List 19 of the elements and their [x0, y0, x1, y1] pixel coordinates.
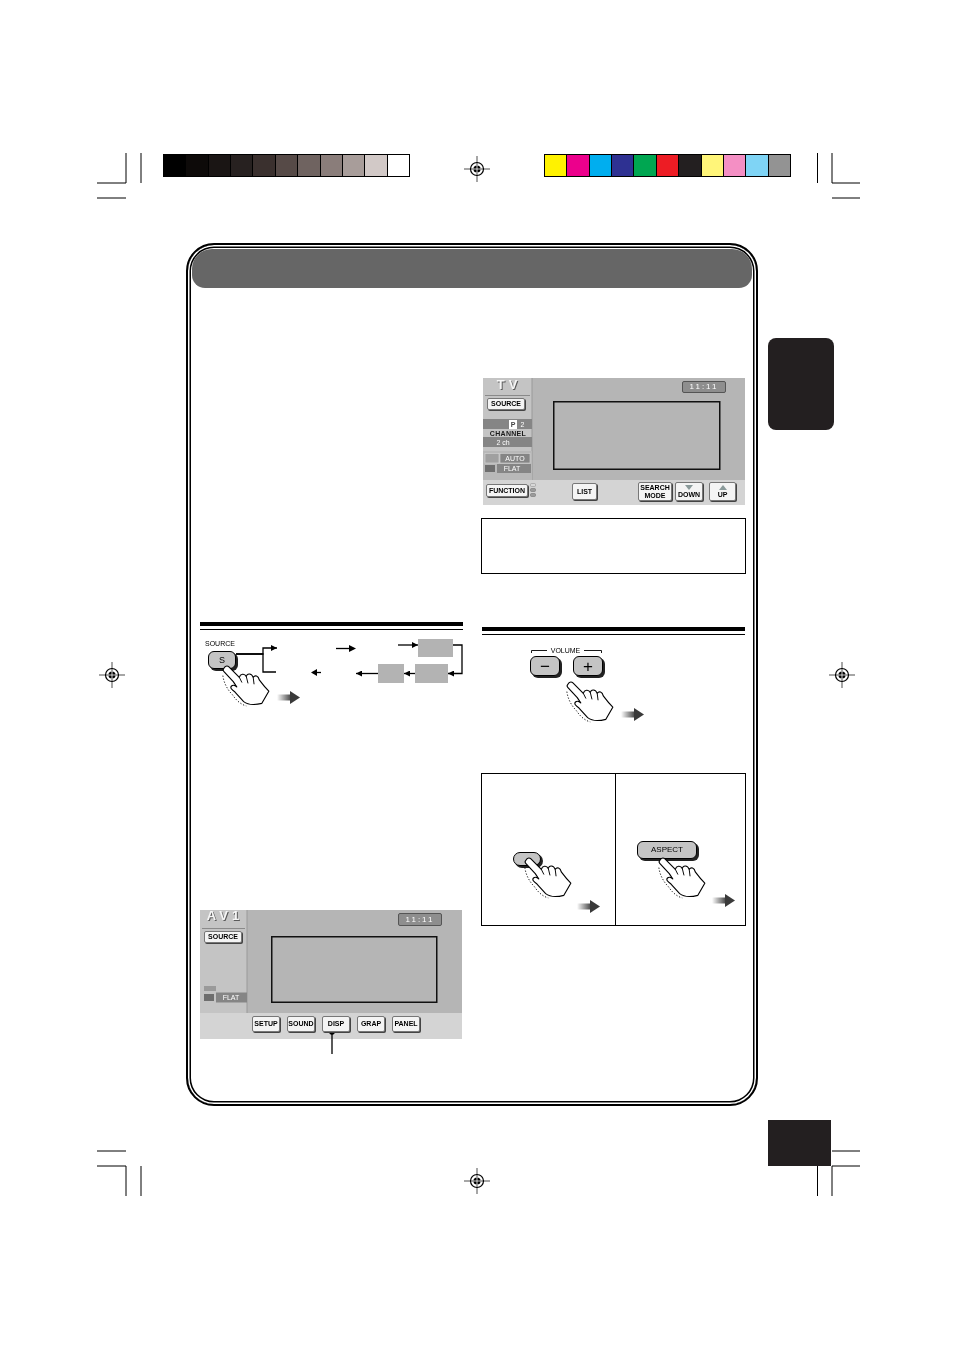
flow-arrow	[403, 670, 416, 677]
flow-arrow	[447, 644, 463, 677]
clock-display: 11:11	[398, 913, 442, 926]
note-box	[481, 518, 746, 574]
flow-line	[235, 653, 277, 673]
page-number-box	[768, 1120, 831, 1166]
flow-box	[418, 639, 453, 657]
volume-button: −	[530, 656, 560, 676]
flow-arrow	[355, 670, 379, 677]
key-button: S	[208, 651, 236, 669]
side-tab	[768, 338, 834, 430]
flow-box	[378, 664, 404, 683]
screen-title: AV1	[205, 908, 245, 923]
flow-arrow	[397, 642, 419, 648]
flow-box	[415, 664, 448, 683]
clock-display: 11:11	[682, 381, 726, 393]
screen-title: TV	[495, 377, 523, 392]
volume-button: +	[573, 656, 603, 676]
aspect-button: ASPECT	[637, 841, 697, 859]
